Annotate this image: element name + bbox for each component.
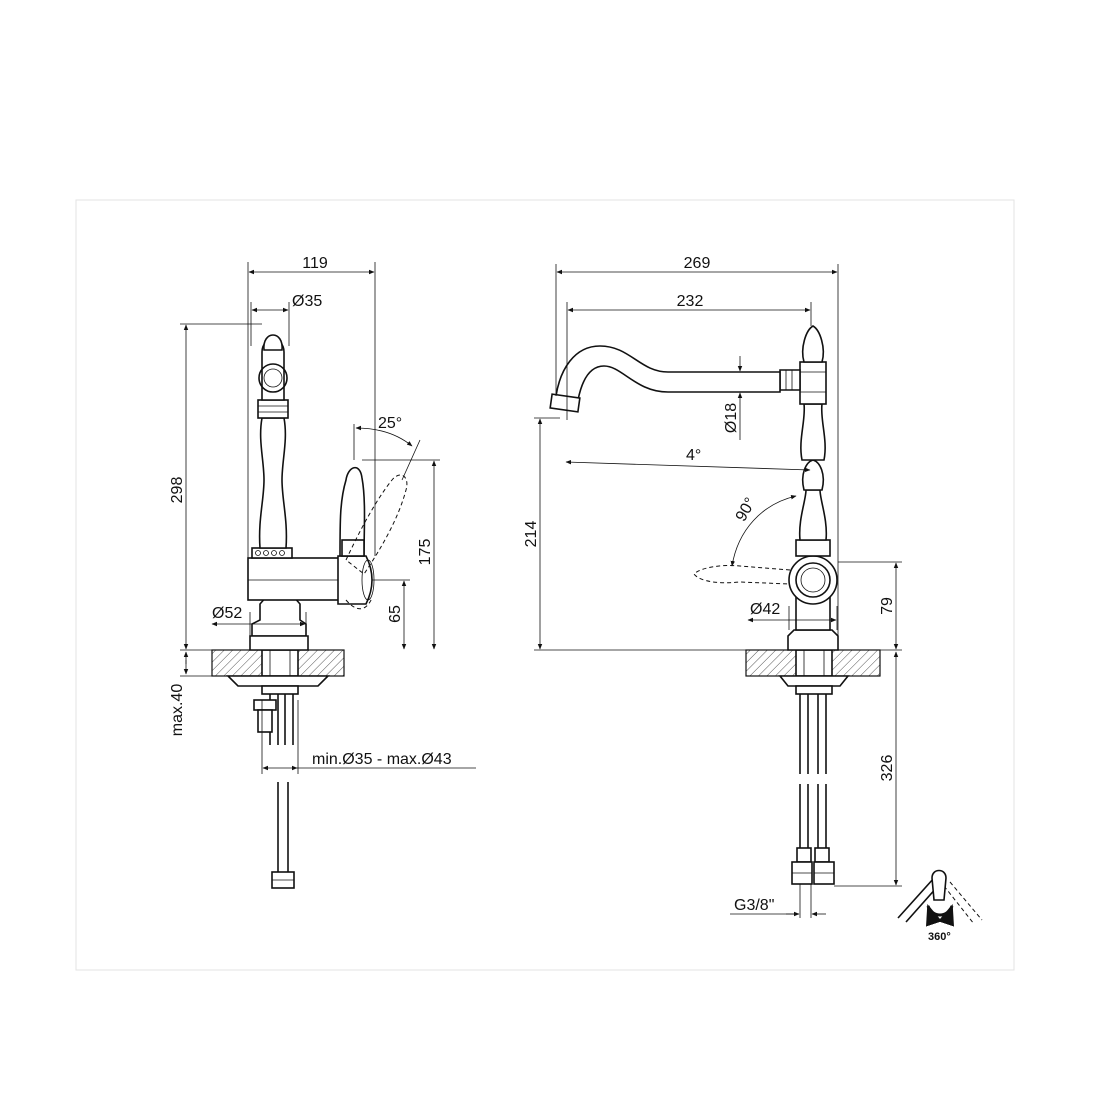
dim-spout-angle: 4° <box>686 447 701 464</box>
dim-thread: G3/8" <box>734 897 774 914</box>
dim-body-height: 65 <box>387 605 404 623</box>
rotation-arrow-icon: 360° <box>897 869 983 943</box>
dim-hose-length: 326 <box>879 755 896 782</box>
front-view: 269 232 Ø18 4° 214 90° 79 Ø42 326 <box>523 255 983 943</box>
dim-spout-reach: 232 <box>677 293 704 310</box>
dim-lever-height: 175 <box>417 539 434 566</box>
dim-front-width: 269 <box>684 255 711 272</box>
dim-total-height: 298 <box>169 477 186 504</box>
dim-lever-rotation: 90° <box>733 495 760 524</box>
dim-body-diameter: Ø42 <box>750 601 780 618</box>
dim-base-diameter: Ø52 <box>212 605 242 622</box>
drawing-frame <box>75 199 1015 971</box>
dim-lever-angle: 25° <box>378 415 402 432</box>
dim-hole-diameter: min.Ø35 - max.Ø43 <box>312 751 452 768</box>
side-view: 119 Ø35 298 25° 175 65 Ø52 max.40 <box>169 255 476 889</box>
dim-max-thickness: max.40 <box>169 684 186 737</box>
dim-outlet-diameter: Ø18 <box>723 403 740 433</box>
dim-side-depth: 119 <box>302 255 328 272</box>
dim-lever-axis-height: 79 <box>879 597 896 615</box>
dim-spout-diameter: Ø35 <box>292 293 322 310</box>
dim-spout-height: 214 <box>523 521 540 548</box>
swivel-label: 360° <box>928 931 951 943</box>
